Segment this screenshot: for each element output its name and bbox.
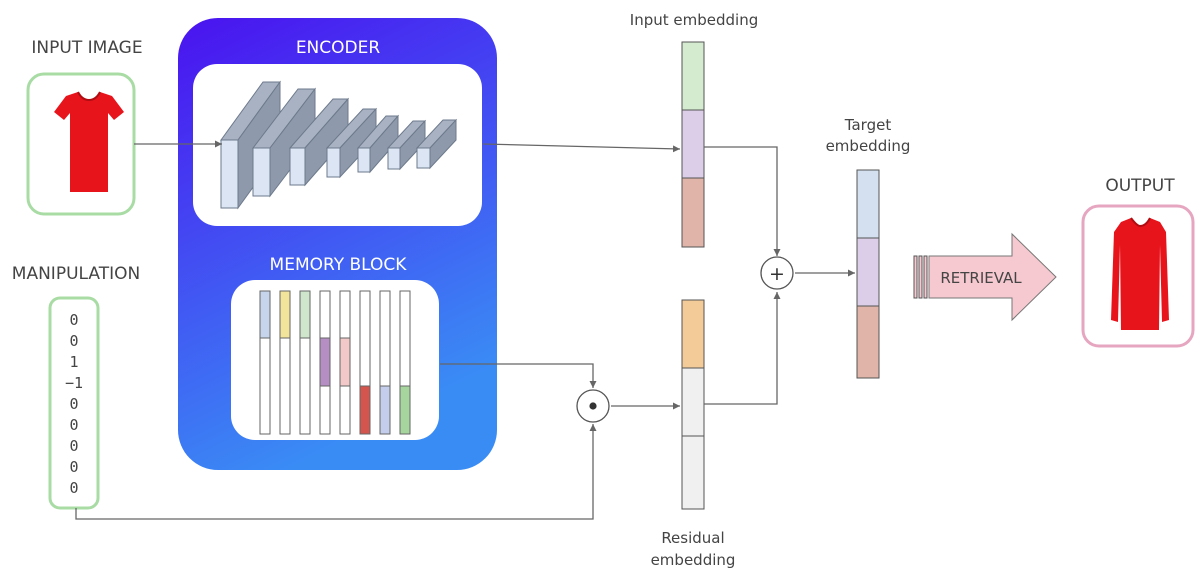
hadamard-operator-icon — [576, 389, 610, 423]
memory-column — [299, 290, 311, 435]
manipulation-value: 0 — [69, 479, 78, 497]
connections — [75, 140, 855, 520]
svg-text:+: + — [769, 263, 785, 285]
memory-columns — [259, 290, 411, 435]
manipulation-value: 0 — [69, 458, 78, 476]
cnn-layer-2 — [251, 87, 317, 198]
memory-column — [359, 290, 371, 435]
manipulation-value: −1 — [65, 374, 83, 392]
input-image-label: INPUT IMAGE — [31, 38, 142, 58]
manipulation-value: 0 — [69, 395, 78, 413]
residual-to-plus-arrow — [704, 292, 781, 405]
residual-embedding-label-line1: Residual — [661, 529, 724, 547]
encoder-label: ENCODER — [296, 38, 381, 58]
target-embedding-label-line1: Target — [844, 116, 892, 134]
longsleeve-shirt-icon — [1111, 217, 1169, 330]
memory-block-label: MEMORY BLOCK — [270, 255, 408, 275]
manipulation-vector-frame — [48, 296, 100, 510]
memory-column — [399, 290, 411, 435]
target-embedding-vector — [856, 169, 880, 379]
cnn-layer-1 — [220, 80, 281, 210]
manipulation-vector: 0 0 1 −1 0 0 0 0 0 — [65, 311, 83, 497]
retrieval-arrow: RETRIEVAL — [913, 232, 1057, 322]
tshirt-icon — [54, 91, 124, 192]
retrieval-label: RETRIEVAL — [940, 269, 1022, 287]
cnn-layers — [220, 80, 458, 210]
manipulation-label: MANIPULATION — [12, 264, 140, 284]
manipulation-value: 0 — [69, 416, 78, 434]
cnn-layer-3 — [288, 97, 350, 187]
manipulation-to-hadamard-arrow — [75, 424, 597, 520]
residual-embedding-vector — [681, 299, 705, 510]
manipulation-value: 1 — [69, 353, 78, 371]
memory-column — [339, 290, 351, 435]
memory-column — [379, 290, 391, 435]
residual-embedding-label-line2: embedding — [651, 551, 736, 569]
plus-operator-icon: + — [760, 256, 794, 290]
input-embedding-label: Input embedding — [630, 11, 758, 29]
manipulation-value: 0 — [69, 332, 78, 350]
memory-column — [259, 290, 271, 435]
memory-column — [319, 290, 331, 435]
cnn-layer-7 — [415, 118, 458, 170]
output-label: OUTPUT — [1105, 176, 1175, 196]
manipulation-value: 0 — [69, 437, 78, 455]
input-embedding-vector — [681, 41, 705, 248]
memory-column — [279, 290, 291, 435]
encoder-to-input-embedding-arrow — [482, 143, 681, 153]
memory-to-hadamard-arrow — [440, 363, 597, 388]
target-embedding-label-line2: embedding — [826, 137, 911, 155]
manipulation-value: 0 — [69, 311, 78, 329]
input-embedding-to-plus-arrow — [704, 146, 781, 256]
cnn-layer-5 — [356, 114, 400, 174]
cnn-layer-6 — [386, 119, 427, 171]
